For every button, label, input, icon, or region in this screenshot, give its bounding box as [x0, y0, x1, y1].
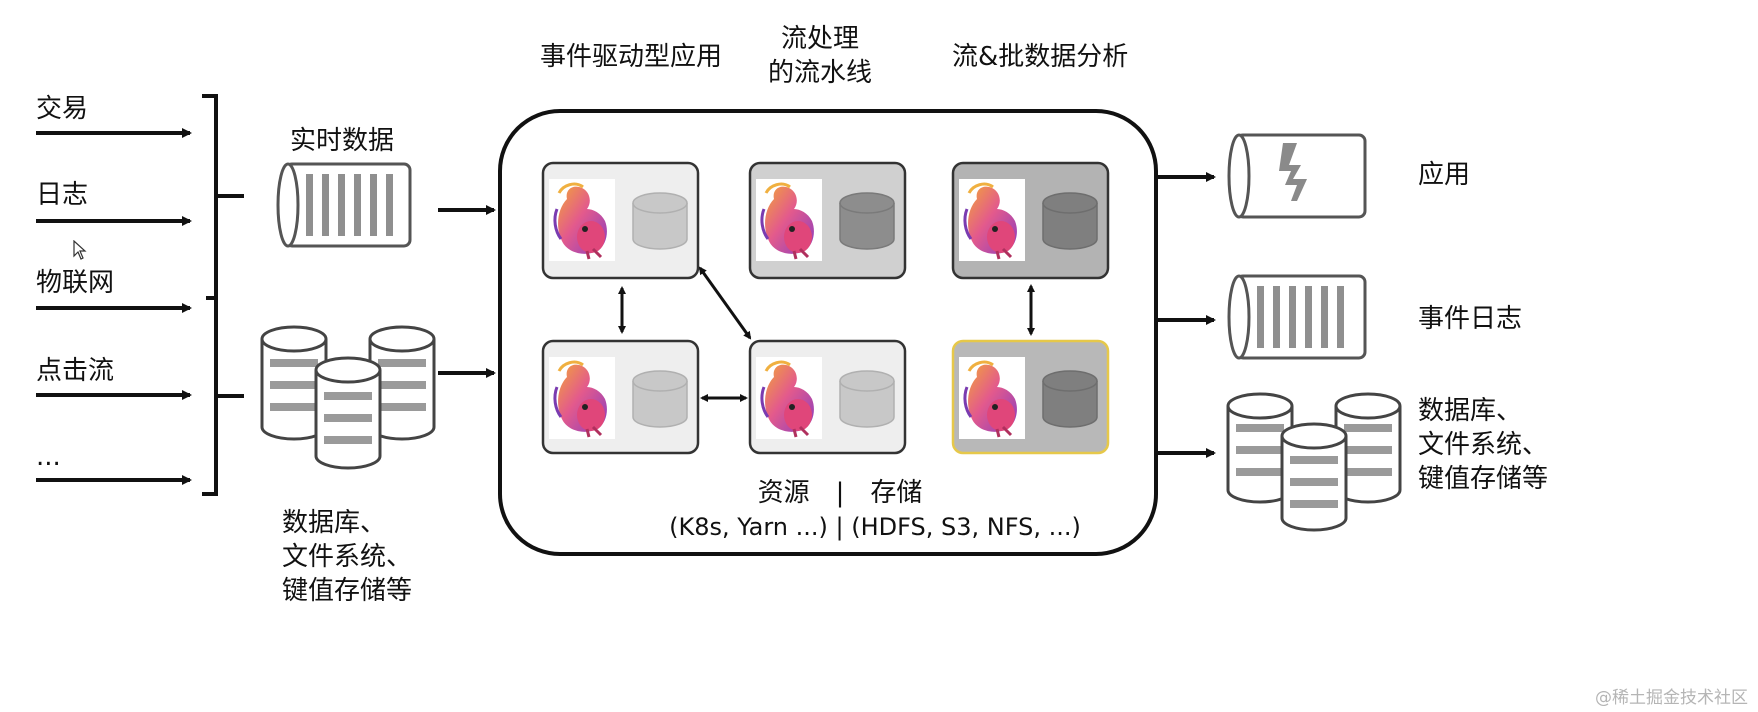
node-pipeline-bottom — [748, 339, 907, 455]
input-label-logs: 日志 — [36, 180, 89, 210]
event-log-icon — [1227, 274, 1367, 360]
node-connections — [618, 266, 1035, 402]
input-bracket — [202, 94, 244, 496]
input-arrows — [36, 128, 192, 485]
title-pipeline: 流处理 的流水线 — [767, 24, 872, 88]
application-icon — [1227, 133, 1367, 219]
resources-storage-label: 资源 | 存储 — [757, 478, 923, 508]
resources-storage-detail: (K8s, Yarn ...) | (HDFS, S3, NFS, ...) — [669, 513, 1081, 541]
output-db-label: 数据库、 文件系统、 键值存储等 — [1418, 396, 1549, 494]
node-analytics-bottom — [951, 339, 1110, 455]
realtime-data-label: 实时数据 — [290, 126, 395, 156]
input-label-trade: 交易 — [36, 94, 89, 124]
realtime-queue-icon — [276, 162, 412, 248]
input-label-more: ... — [36, 442, 61, 472]
node-event-driven-top — [541, 161, 700, 280]
mouse-pointer-icon — [73, 239, 87, 264]
watermark: @稀土掘金技术社区 — [1595, 688, 1748, 708]
node-analytics-top — [951, 161, 1110, 280]
right-database-icon — [1226, 392, 1402, 532]
output-label-app: 应用 — [1418, 160, 1471, 190]
title-event-driven: 事件驱动型应用 — [540, 42, 723, 72]
input-label-clickstream: 点击流 — [36, 356, 115, 386]
title-analytics: 流&批数据分析 — [952, 42, 1129, 72]
left-db-label: 数据库、 文件系统、 键值存储等 — [282, 508, 413, 606]
left-database-icon — [260, 325, 436, 470]
output-arrows — [1156, 172, 1216, 458]
input-label-iot: 物联网 — [36, 268, 115, 298]
node-pipeline-top — [748, 161, 907, 280]
node-event-driven-bottom — [541, 339, 700, 455]
output-label-event-log: 事件日志 — [1418, 304, 1523, 334]
